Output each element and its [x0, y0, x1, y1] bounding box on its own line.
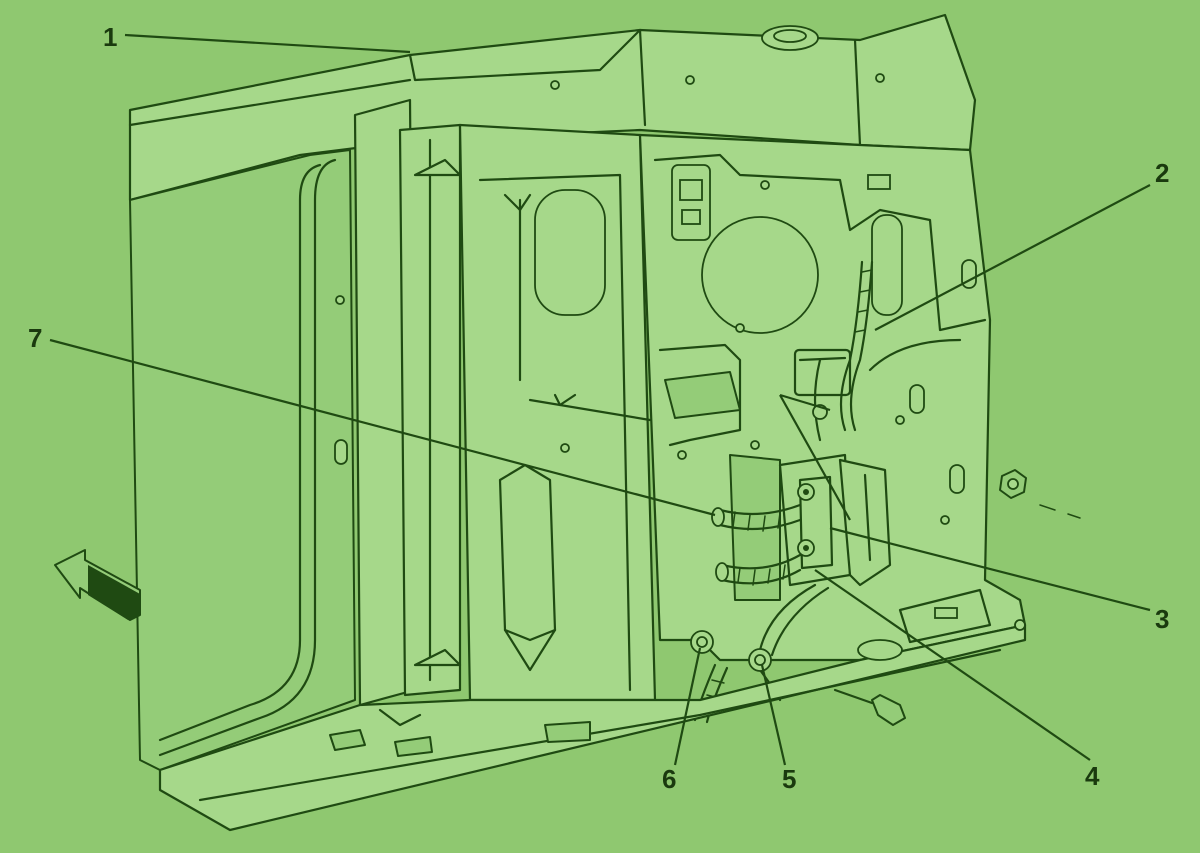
leader-7: [49, 338, 716, 517]
callout-5: 5: [782, 764, 796, 794]
callout-3: 3: [1155, 604, 1169, 634]
leader-7b: [779, 394, 851, 521]
center-pillar: [353, 98, 657, 707]
leader-2: [874, 184, 1151, 331]
leader-3: [829, 526, 1151, 612]
fuse-block: [793, 348, 852, 397]
floor-sill: [158, 588, 1027, 832]
callout-2: 2: [1155, 158, 1169, 188]
fuse-block-bracket: [729, 453, 892, 601]
fasteners: [690, 404, 1081, 726]
leader-1: [124, 33, 411, 54]
callout-6: 6: [662, 764, 676, 794]
leader-6: [673, 647, 702, 766]
wiring-harness: [693, 260, 962, 724]
callout-4: 4: [1085, 761, 1100, 791]
leader-5: [760, 664, 787, 766]
callout-1: 1: [103, 22, 117, 52]
leader-lines: [49, 33, 1151, 766]
left-door-frame: [129, 149, 387, 771]
callout-7: 7: [28, 323, 42, 353]
leader-7c: [779, 393, 831, 412]
callout-labels: 1 2 3 4 5 6 7: [28, 22, 1169, 794]
leader-4: [814, 569, 1091, 761]
front-arrow-icon: [54, 549, 141, 621]
